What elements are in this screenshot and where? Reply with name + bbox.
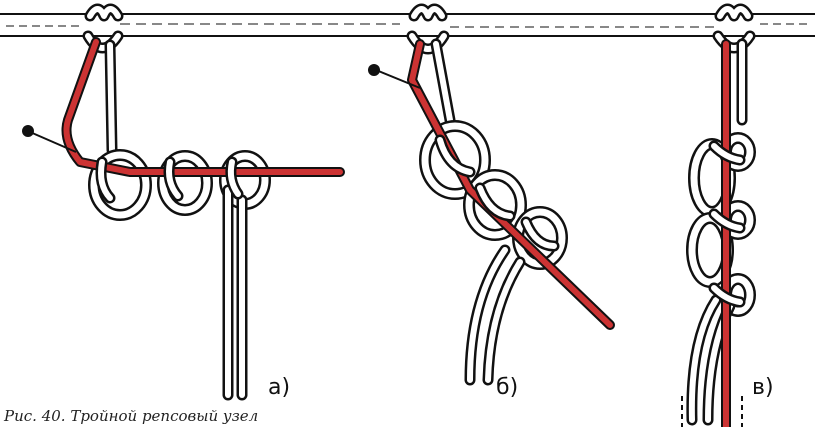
panel-label-c: в) bbox=[752, 375, 774, 400]
panel-label-a: а) bbox=[268, 375, 290, 400]
figure-caption: Рис. 40. Тройной репсовый узел bbox=[4, 407, 258, 425]
panel-a-diagram bbox=[22, 9, 340, 395]
panel-b-diagram bbox=[368, 9, 610, 380]
panel-label-b: б) bbox=[496, 375, 518, 400]
panel-c-diagram bbox=[682, 9, 750, 427]
